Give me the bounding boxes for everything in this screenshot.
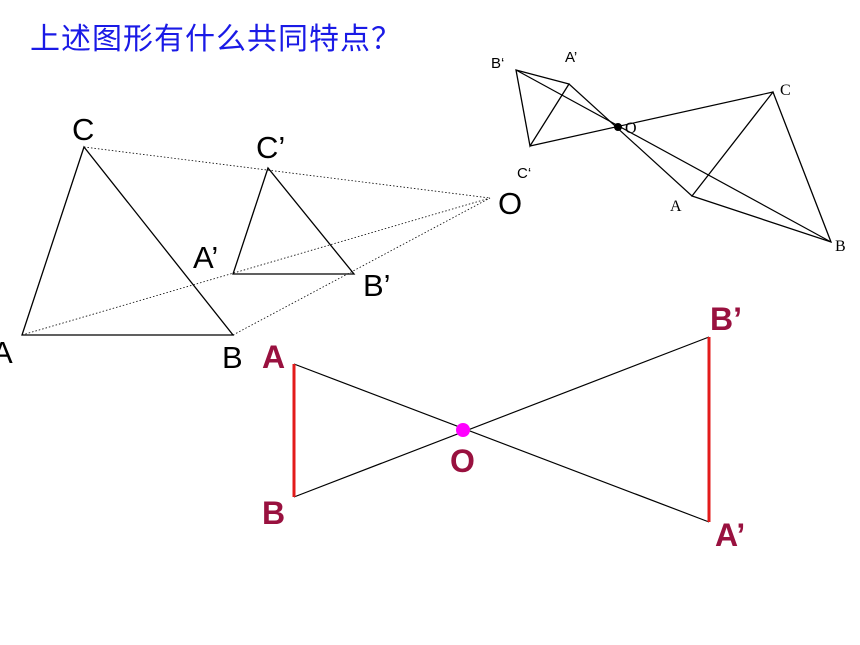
center-point-O: [614, 123, 622, 131]
figure-3: A B O B’ A’: [262, 301, 745, 553]
triangle-A1B1C1: [232, 166, 356, 275]
figure-1: C A B C’ A’ B’ O: [0, 112, 522, 375]
label-B: B: [222, 340, 243, 375]
label-A-prime: A’: [565, 49, 577, 66]
page-title: 上述图形有什么共同特点？: [30, 22, 402, 57]
label-A-prime: A’: [715, 517, 745, 553]
line-B-B1: [515, 69, 832, 243]
label-O: O: [450, 443, 475, 479]
label-B-prime: B‘: [491, 55, 504, 72]
label-B: B: [262, 495, 285, 531]
dotted-line-C-O: [83, 146, 491, 199]
triangle-ABC: [690, 90, 833, 244]
line-B-B1: [293, 336, 710, 498]
line-C-C1: [529, 91, 774, 147]
center-point-O: [456, 423, 470, 437]
label-O: O: [498, 186, 522, 221]
label-C-prime: C‘: [517, 165, 531, 182]
label-B: B: [835, 238, 846, 255]
triangle-A1B1C1: [515, 69, 571, 148]
label-A: A: [262, 339, 285, 375]
line-A-A1: [568, 83, 693, 197]
label-O: O: [625, 120, 637, 137]
label-A: A: [0, 335, 13, 370]
dotted-line-A-O: [21, 197, 491, 336]
figure-2: B‘ A’ C‘ O C A B: [491, 49, 846, 255]
label-A-prime: A’: [193, 240, 218, 275]
label-A: A: [670, 198, 682, 215]
dotted-line-B-O: [232, 197, 491, 336]
label-B-prime: B’: [710, 301, 742, 337]
label-C: C: [72, 112, 94, 147]
label-B-prime: B’: [363, 268, 391, 303]
triangle-ABC: [21, 145, 235, 336]
line-A-A1: [293, 363, 710, 523]
label-C-prime: C’: [256, 130, 285, 165]
label-C: C: [780, 82, 791, 99]
